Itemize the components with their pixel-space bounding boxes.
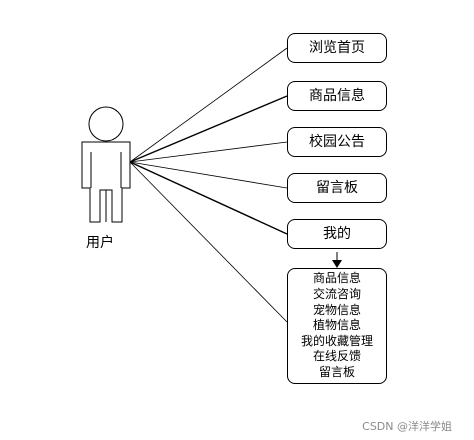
submenu-item[interactable]: 宠物信息 (312, 302, 361, 317)
actor-body (81, 141, 131, 223)
connector-line (129, 161, 288, 189)
mine-submenu-box: 商品信息 交流咨询 宠物信息 植物信息 我的收藏管理 在线反馈 留言板 (287, 268, 387, 384)
use-case-mine[interactable]: 我的 (287, 219, 387, 249)
actor-head (88, 106, 124, 142)
connector-line (129, 47, 288, 163)
use-case-browse-home[interactable]: 浏览首页 (287, 33, 387, 63)
use-case-message-board[interactable]: 留言板 (287, 173, 387, 203)
connector-line (129, 161, 288, 235)
connector-line (129, 161, 288, 323)
use-case-product-info[interactable]: 商品信息 (287, 81, 387, 111)
use-case-campus-notice[interactable]: 校园公告 (287, 127, 387, 157)
actor-label: 用户 (86, 235, 114, 251)
connector-line (129, 141, 288, 163)
watermark: CSDN @洋洋学姐 (362, 420, 452, 433)
submenu-item[interactable]: 商品信息 (312, 271, 361, 286)
submenu-item[interactable]: 留言板 (318, 364, 355, 379)
arrow-head (332, 260, 342, 268)
actor-figure (81, 106, 131, 223)
submenu-item[interactable]: 在线反馈 (312, 349, 361, 364)
connector-line (129, 95, 288, 163)
submenu-item[interactable]: 交流咨询 (312, 287, 361, 302)
submenu-item[interactable]: 我的收藏管理 (300, 333, 373, 348)
submenu-item[interactable]: 植物信息 (312, 318, 361, 333)
